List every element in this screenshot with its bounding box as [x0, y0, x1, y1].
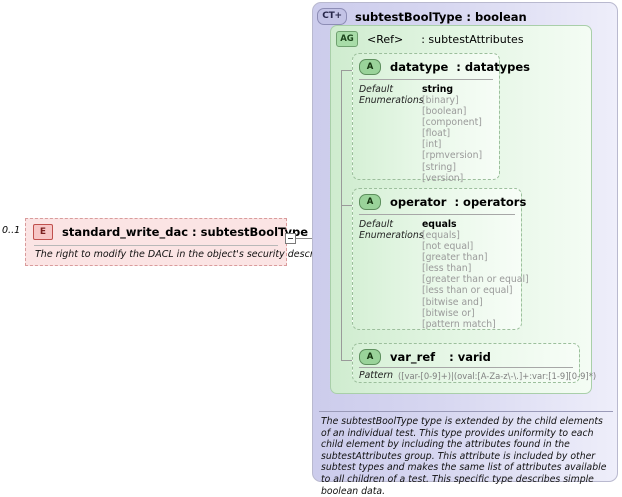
- attribute-separator: [359, 79, 493, 80]
- attribute-name: operator: [390, 195, 447, 209]
- facet-value-pattern: ([var-[0-9]+)|(oval:[A-Za-z\-\.]+:var:[1…: [398, 371, 597, 381]
- complextype-header: CT+ subtestBoolType : boolean: [317, 8, 527, 25]
- attribute-box-datatype[interactable]: A datatype : datatypes Default string En…: [352, 53, 530, 184]
- attribute-icon: A: [359, 194, 381, 210]
- attributegroup-header: AG <Ref> : subtestAttributes: [336, 31, 524, 47]
- attributegroup-ref[interactable]: <Ref>: [367, 32, 404, 46]
- element-title: standard_write_dac : subtestBoolType: [62, 225, 309, 239]
- facet-label-enumerations: Enumerations: [359, 95, 424, 106]
- complextype-title: subtestBoolType : boolean: [355, 9, 527, 24]
- facet-label-pattern: Pattern: [359, 370, 394, 381]
- attribute-separator: [359, 367, 573, 368]
- enum-item: [less than or equal]: [422, 285, 513, 297]
- enum-item: [bitwise or]: [422, 307, 475, 319]
- attribute-separator: [359, 214, 515, 215]
- enum-item: [component]: [422, 117, 482, 129]
- attribute-icon: A: [359, 59, 381, 75]
- cardinality-label: 0..1: [2, 225, 21, 236]
- enum-item: [not equal]: [422, 241, 474, 253]
- enum-item: [equals]: [422, 230, 460, 241]
- attribute-header-operator: A operator : operators: [359, 194, 526, 210]
- facet-value-default: string: [422, 84, 454, 95]
- tree-branch-datatype: [341, 70, 353, 71]
- element-icon: E: [33, 224, 53, 240]
- facet-label-enumerations: Enumerations: [359, 230, 424, 241]
- documentation-separator: [319, 411, 613, 412]
- enum-item: [boolean]: [422, 106, 467, 118]
- attribute-type: : varid: [449, 350, 491, 364]
- facet-enumeration-list: [equals] [not equal] [greater than] [les…: [422, 230, 529, 330]
- facet-enumeration-list: [binary] [boolean] [component] [float] […: [422, 95, 482, 184]
- connector-right: [296, 238, 314, 239]
- attribute-header-var-ref: A var_ref : varid: [359, 349, 491, 365]
- attribute-header-datatype: A datatype : datatypes: [359, 59, 530, 75]
- expand-collapse-toggle[interactable]: [285, 233, 296, 244]
- attribute-box-operator[interactable]: A operator : operators Default equals En…: [352, 188, 529, 330]
- attribute-name: var_ref: [390, 350, 436, 364]
- enum-item: [string]: [422, 161, 456, 173]
- element-separator: [34, 245, 278, 246]
- attribute-name: datatype: [390, 60, 449, 74]
- attributegroup-type: : subtestAttributes: [421, 32, 524, 46]
- enum-item: [rpmversion]: [422, 150, 483, 162]
- facet-label-default: Default: [359, 84, 393, 95]
- enum-item: [greater than or equal]: [422, 274, 529, 286]
- facet-value-default: equals: [422, 219, 457, 230]
- attribute-type: : operators: [454, 195, 527, 209]
- enum-item: [binary]: [422, 95, 459, 106]
- enum-item: [pattern match]: [422, 318, 496, 330]
- enum-item: [greater than]: [422, 252, 488, 264]
- tree-branch-operator: [341, 205, 353, 206]
- enum-item: [bitwise and]: [422, 296, 483, 308]
- element-box-standard-write-dac[interactable]: E standard_write_dac : subtestBoolType T…: [25, 218, 338, 266]
- enum-item: [int]: [422, 139, 442, 151]
- attributegroup-icon: AG: [336, 31, 358, 47]
- complextype-expand-icon[interactable]: CT+: [317, 8, 347, 25]
- attribute-icon: A: [359, 349, 381, 365]
- element-header: E standard_write_dac : subtestBoolType: [26, 219, 308, 245]
- tree-branch-varref: [341, 360, 353, 361]
- element-documentation: The right to modify the DACL in the obje…: [35, 249, 338, 260]
- complextype-documentation: The subtestBoolType type is extended by …: [321, 416, 607, 497]
- attribute-type: : datatypes: [456, 60, 531, 74]
- enum-item: [less than]: [422, 263, 472, 275]
- facet-label-default: Default: [359, 219, 393, 230]
- enum-item: [float]: [422, 128, 451, 140]
- attribute-box-var-ref[interactable]: A var_ref : varid Pattern ([var-[0-9]+)|…: [352, 343, 596, 383]
- tree-vertical-line: [341, 70, 342, 360]
- enum-item: [version]: [422, 172, 464, 184]
